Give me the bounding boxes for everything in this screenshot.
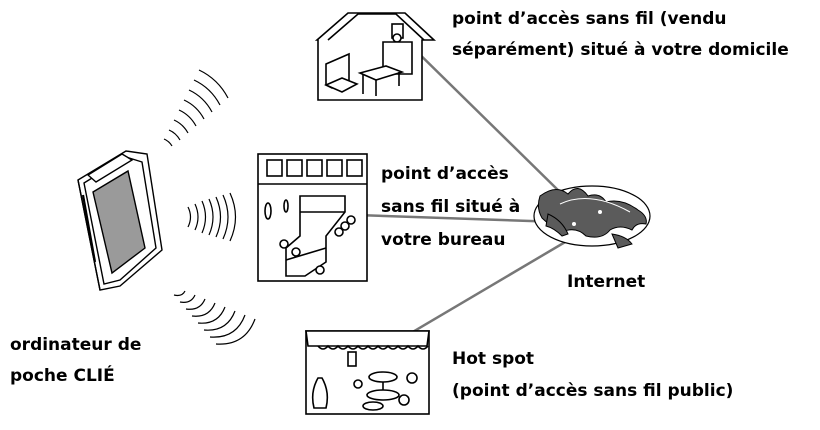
link-home-internet: [402, 37, 564, 196]
wifi-waves-icon: [163, 69, 256, 345]
hotspot-line-1: Hot spot: [452, 349, 535, 369]
hotspot-line-2: (point d’accès sans fil public): [452, 381, 734, 401]
home-access-point-line-1: point d’accès sans fil (vendu: [452, 9, 727, 29]
hotspot-cafe-icon: [305, 330, 430, 415]
clie-line-1: ordinateur de: [10, 335, 142, 355]
globe-icon: [533, 185, 651, 249]
clie-handheld-icon: [77, 150, 163, 291]
home-access-point-line-2: séparément) situé à votre domicile: [452, 40, 789, 60]
office-access-point-label: point d’accès sans fil situé à votre bur…: [381, 158, 520, 257]
hotspot-label: Hot spot (point d’accès sans fil public): [452, 343, 733, 407]
clie-label: ordinateur de poche CLIÉ: [10, 330, 141, 392]
office-access-point-line-2: sans fil situé à: [381, 197, 521, 217]
clie-line-2: poche CLIÉ: [10, 366, 115, 386]
office-access-point-line-1: point d’accès: [381, 164, 509, 184]
office-access-point-line-3: votre bureau: [381, 230, 506, 250]
house-icon: [314, 12, 437, 101]
internet-label: Internet: [567, 269, 645, 296]
home-access-point-label: point d’accès sans fil (vendu séparément…: [452, 6, 789, 64]
internet-label-text: Internet: [567, 272, 646, 292]
office-icon: [257, 153, 368, 282]
